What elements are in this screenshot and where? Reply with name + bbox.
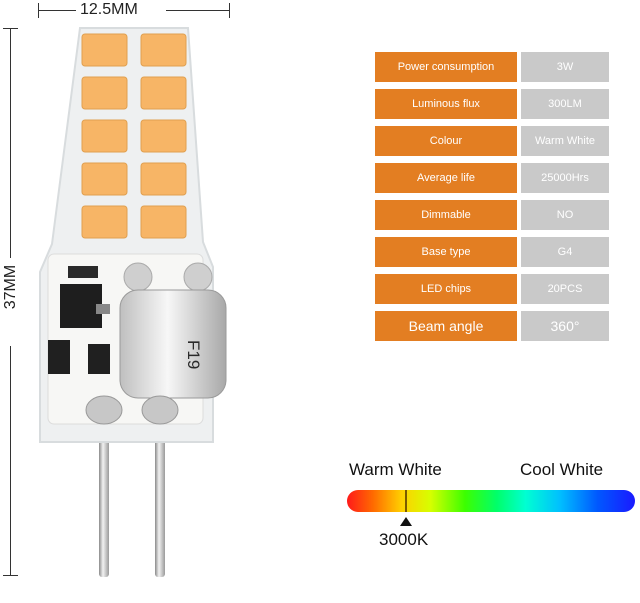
led-chip xyxy=(140,205,187,239)
chip-lead xyxy=(96,304,110,314)
led-chip xyxy=(140,33,187,67)
spec-value: Warm White xyxy=(521,126,609,156)
spec-value: 3W xyxy=(521,52,609,82)
led-chip xyxy=(81,76,128,110)
resistor-component xyxy=(68,266,98,278)
spec-row: Beam angle 360° xyxy=(375,311,609,341)
spec-label: Beam angle xyxy=(375,311,517,341)
height-tick-bottom xyxy=(3,575,18,576)
spec-label: Dimmable xyxy=(375,200,517,230)
led-chip-grid xyxy=(81,33,187,239)
spectrum-marker-label: 3000K xyxy=(379,530,429,549)
capacitor xyxy=(119,289,227,399)
spec-value: 25000Hrs xyxy=(521,163,609,193)
spec-label: Colour xyxy=(375,126,517,156)
led-chip xyxy=(81,162,128,196)
spec-value: G4 xyxy=(521,237,609,267)
spec-value: 360° xyxy=(521,311,609,341)
solder-pad xyxy=(183,262,213,292)
spec-table: Power consumption 3W Luminous flux 300LM… xyxy=(375,52,609,348)
width-dimension: 12.5MM xyxy=(38,0,230,22)
spec-row: Average life 25000Hrs xyxy=(375,163,609,193)
spec-row: Colour Warm White xyxy=(375,126,609,156)
marker-arrow-icon xyxy=(400,517,412,526)
chip-component xyxy=(60,284,102,328)
height-dimension: 37MM xyxy=(0,28,22,576)
led-chip xyxy=(140,76,187,110)
led-chip xyxy=(81,205,128,239)
diode-component xyxy=(48,340,70,374)
width-line-left xyxy=(38,10,76,11)
color-temperature-bar xyxy=(347,490,635,512)
spectrum-label-warm: Warm White xyxy=(349,460,442,479)
pin-left xyxy=(99,422,109,577)
led-chip xyxy=(140,119,187,153)
height-label: 37MM xyxy=(2,264,19,310)
spec-row: Power consumption 3W xyxy=(375,52,609,82)
pin-solder-right xyxy=(141,395,179,425)
spec-value: 20PCS xyxy=(521,274,609,304)
spectrum-label-cool: Cool White xyxy=(520,460,604,479)
diode-component xyxy=(88,344,110,374)
spec-row: LED chips 20PCS xyxy=(375,274,609,304)
spec-label: Base type xyxy=(375,237,517,267)
spec-row: Luminous flux 300LM xyxy=(375,89,609,119)
spec-label: LED chips xyxy=(375,274,517,304)
spec-label: Average life xyxy=(375,163,517,193)
spec-label: Luminous flux xyxy=(375,89,517,119)
capacitor-marking: F19 xyxy=(184,340,203,369)
led-chip xyxy=(81,119,128,153)
spec-label: Power consumption xyxy=(375,52,517,82)
spec-value: 300LM xyxy=(521,89,609,119)
width-line-right xyxy=(166,10,230,11)
spec-row: Dimmable NO xyxy=(375,200,609,230)
led-chip xyxy=(81,33,128,67)
pin-right xyxy=(155,422,165,577)
width-tick-right xyxy=(229,3,230,18)
spec-row: Base type G4 xyxy=(375,237,609,267)
spec-value: NO xyxy=(521,200,609,230)
spectrum-marker-line xyxy=(405,490,407,512)
height-line-bottom xyxy=(10,346,11,576)
led-chip xyxy=(140,162,187,196)
solder-pad xyxy=(123,262,153,292)
g4-led-bulb-image: F19 xyxy=(39,27,227,577)
width-label: 12.5MM xyxy=(80,1,138,18)
height-line-top xyxy=(10,28,11,258)
pin-solder-left xyxy=(85,395,123,425)
